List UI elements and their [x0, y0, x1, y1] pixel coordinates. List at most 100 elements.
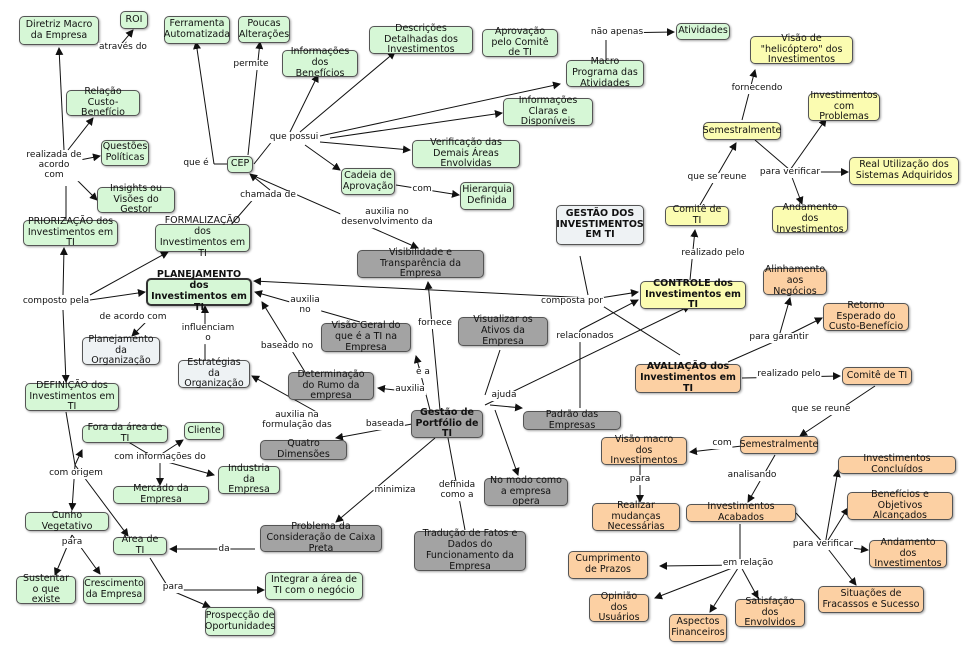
link-label-analisando: analisando [726, 470, 778, 481]
node-alinhamento[interactable]: Alinhamento aos Negócios [763, 264, 827, 297]
link-label-composto-pela: composto pela [21, 296, 91, 307]
link-label-e-a: é a [415, 367, 431, 378]
node-real-utilizacao[interactable]: Real Utilização dos Sistemas Adquiridos [849, 157, 959, 185]
node-andamento-avaliacao[interactable]: Andamento dos Investimentos [869, 537, 947, 569]
link-label-de-acordo: de acordo com [98, 312, 168, 323]
link-label-que-possui: que possui [268, 132, 320, 143]
node-formalizacao[interactable]: FORMALIZAÇÃO dos Investimentos em TI [155, 215, 250, 259]
node-info-claras[interactable]: Informações Claras e Disponíveis [503, 95, 593, 127]
node-estrategias[interactable]: Estratégias da Organização [178, 357, 250, 389]
node-semestralmente-controle[interactable]: Semestralmente [703, 122, 781, 140]
node-realizar-mudancas[interactable]: Realizar mudanças Necessárias [592, 500, 680, 532]
link-label-minimiza: minimiza [373, 485, 417, 496]
link-label-com-origem: com origem [48, 468, 104, 479]
node-questoes-politicas[interactable]: Questões Políticas [101, 140, 149, 166]
link-label-realizado-pelo-controle: realizado pelo [680, 248, 746, 259]
node-problema-caixa-preta[interactable]: Problema da Consideração de Caixa Preta [260, 521, 382, 554]
node-andamento-controle[interactable]: Andamento dos Investimentos [772, 202, 848, 235]
link-label-realizado-pelo-avaliacao: realizado pelo [756, 369, 822, 380]
link-label-auxilia: auxilia [394, 384, 426, 395]
node-priorizacao[interactable]: PRIORIZAÇÃO dos Investimentos em TI [23, 216, 118, 248]
node-situacoes[interactable]: Situações de Fracassos e Sucesso [818, 586, 924, 613]
node-visao-helicoptero[interactable]: Visão de "helicóptero" dos Investimentos [750, 33, 853, 65]
link-label-atraves: através do [98, 42, 148, 53]
link-label-ajuda: ajuda [490, 390, 518, 401]
node-beneficios-objetivos[interactable]: Benefícios e Objetivos Alcançados [847, 489, 953, 521]
node-visualizar-ativos[interactable]: Visualizar os Ativos da Empresa [458, 314, 548, 347]
node-roi[interactable]: ROI [120, 11, 148, 29]
node-gestao-investimentos[interactable]: GESTÃO DOS INVESTIMENTOS EM TI [556, 205, 644, 245]
node-industria[interactable]: Industria da Empresa [218, 463, 280, 495]
link-label-para-mudancas: para [628, 474, 652, 485]
node-cumprimento-prazos[interactable]: Cumprimento de Prazos [568, 551, 648, 579]
link-label-que-se-reune-avaliacao: que se reune [790, 404, 852, 415]
node-cliente[interactable]: Cliente [184, 422, 224, 440]
link-label-auxilia-formulacao: auxilia na formulação das [261, 410, 333, 431]
link-label-auxilia-desenvolvimento: auxilia no desenvolvimento da [340, 207, 434, 228]
node-fora-area[interactable]: Fora da área de TI [82, 422, 168, 444]
node-visibilidade[interactable]: Visibilidade e Transparência da Empresa [357, 247, 484, 279]
link-label-fornecendo: fornecendo [730, 83, 784, 94]
node-quatro-dimensoes[interactable]: Quatro Dimensões [260, 438, 347, 460]
node-aspectos-financeiros[interactable]: Aspectos Financeiros [669, 614, 727, 642]
node-visao-macro[interactable]: Visão macro dos Investimentos [601, 434, 687, 466]
node-sustentar[interactable]: Sustentar o que existe [16, 573, 76, 605]
node-mercado[interactable]: Mercado da Empresa [113, 483, 209, 505]
link-label-com-hierarquia: com [411, 184, 433, 195]
link-label-para-verificar-controle: para verificar [758, 167, 822, 178]
node-planejamento-organizacao[interactable]: Planejamento da Organização [82, 334, 160, 366]
node-definicao[interactable]: DEFINIÇÃO dos Investimentos em TI [25, 380, 119, 412]
node-macro-programa[interactable]: Macro Programa das Atividades [566, 56, 644, 89]
node-investimentos-concluidos[interactable]: Investimentos Concluídos [838, 453, 956, 475]
link-label-para-garantir: para garantir [748, 332, 810, 343]
node-comite-controle[interactable]: Comitê de TI [665, 204, 729, 226]
link-label-com-visao: com [711, 438, 733, 449]
node-traducao[interactable]: Tradução de Fatos e Dados do Funcionamen… [414, 528, 526, 572]
node-insights[interactable]: Insights ou Visões do Gestor [97, 183, 175, 215]
node-verificacao[interactable]: Verificação das Demais Áreas Envolvidas [412, 137, 520, 169]
node-controle[interactable]: CONTROLE dos Investimentos em TI [640, 278, 746, 310]
node-padrao-empresas[interactable]: Padrão das Empresas [523, 409, 621, 430]
node-investimentos-acabados[interactable]: Investimentos Acabados [686, 501, 796, 523]
node-prospeccao[interactable]: Prospecção de Oportunidades [205, 607, 275, 636]
node-planejamento[interactable]: PLANEJAMENTO dos Investimentos em TI [146, 269, 252, 313]
link-label-composta-por: composta por [540, 296, 604, 307]
node-no-modo[interactable]: No modo como a empresa opera [484, 475, 568, 507]
node-relacao-custo-beneficio[interactable]: Relação Custo-Benefício [66, 86, 140, 118]
node-hierarquia[interactable]: Hierarquia Definida [460, 182, 514, 210]
node-semestralmente-avaliacao[interactable]: Semestralmente [740, 436, 818, 454]
node-aprovacao-comite[interactable]: Aprovação pelo Comitê de TI [482, 26, 558, 58]
node-determinacao[interactable]: Determinação do Rumo da empresa [288, 369, 374, 401]
node-poucas-alteracoes[interactable]: Poucas Alterações [238, 16, 290, 43]
node-opiniao-usuarios[interactable]: Opinião dos Usuários [589, 591, 649, 623]
node-gestao-portfolio[interactable]: Gestão de Portfólio de TI [411, 407, 483, 439]
node-ferramenta[interactable]: Ferramenta Automatizada [164, 16, 230, 44]
link-label-para-verificar-avaliacao: para verificar [791, 539, 855, 550]
node-investimentos-problemas[interactable]: Investimentos com Problemas [808, 90, 880, 122]
link-label-fornece: fornece [417, 318, 453, 329]
node-cep[interactable]: CEP [227, 156, 253, 173]
node-integrar[interactable]: Integrar a área de TI com o negócio [265, 572, 363, 600]
node-cadeia-aprovacao[interactable]: Cadeia de Aprovação [341, 168, 395, 195]
node-cunho-vegetativo[interactable]: Cunho Vegetativo [25, 510, 109, 531]
node-atividades[interactable]: Atividades [676, 23, 730, 40]
node-avaliacao[interactable]: AVALIAÇÃO dos Investimentos em TI [635, 361, 741, 394]
link-label-permite: permite [232, 59, 270, 70]
link-label-auxilia-no: auxilia no [289, 295, 321, 316]
node-diretriz-macro[interactable]: Diretriz Macro da Empresa [19, 16, 99, 45]
node-crescimento[interactable]: Crescimento da Empresa [83, 576, 145, 604]
link-label-para-area: para [161, 582, 185, 593]
node-satisfacao[interactable]: Satisfação dos Envolvidos [735, 596, 805, 628]
node-comite-avaliacao[interactable]: Comitê de TI [842, 367, 912, 385]
node-area-ti[interactable]: Área de TI [113, 534, 167, 556]
link-label-definida: definida como a [437, 480, 477, 501]
node-info-beneficios[interactable]: Informações dos Benefícios [282, 46, 358, 79]
node-descricoes[interactable]: Descrições Detalhadas dos Investimentos [369, 23, 473, 55]
node-retorno-esperado[interactable]: Retorno Esperado do Custo-Benefício [823, 300, 909, 332]
link-label-relacionados: relacionados [555, 331, 615, 342]
link-label-chamada: chamada de [239, 190, 297, 201]
node-visao-geral[interactable]: Visão Geral do que é a TI na Empresa [321, 320, 411, 353]
link-label-realizada: realizada de acordo com [25, 150, 83, 181]
link-label-para-cunho: para [60, 537, 84, 548]
